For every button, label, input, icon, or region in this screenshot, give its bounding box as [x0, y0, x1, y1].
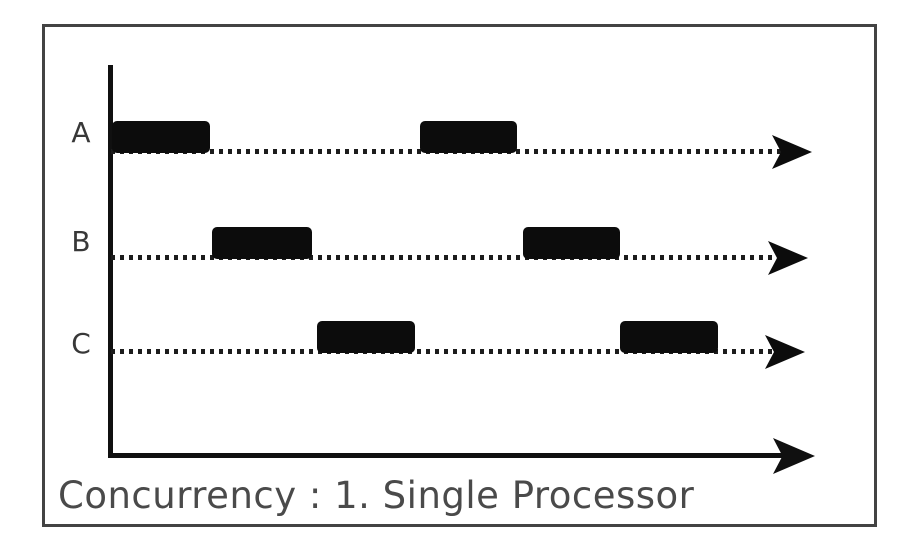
- arrow-right-icon: [768, 240, 808, 276]
- y-axis: [108, 65, 113, 458]
- execution-bar-a-1: [112, 121, 210, 153]
- arrow-right-icon: [772, 134, 812, 170]
- row-label-a: A: [71, 116, 91, 149]
- timeline-dotted-line-b: [111, 255, 778, 260]
- arrow-right-icon: [773, 437, 815, 475]
- execution-bar-b-2: [523, 227, 620, 259]
- execution-bar-c-1: [317, 321, 415, 353]
- arrow-right-icon: [765, 334, 805, 370]
- execution-bar-a-2: [420, 121, 517, 153]
- time-axis: [108, 453, 783, 458]
- execution-bar-b-1: [212, 227, 312, 259]
- execution-bar-c-2: [620, 321, 718, 353]
- diagram-caption: Concurrency : 1. Single Processor: [58, 474, 695, 517]
- row-label-c: C: [71, 327, 91, 360]
- timeline-dotted-line-c: [111, 349, 775, 354]
- diagram-frame: [42, 24, 877, 527]
- row-label-b: B: [71, 225, 91, 258]
